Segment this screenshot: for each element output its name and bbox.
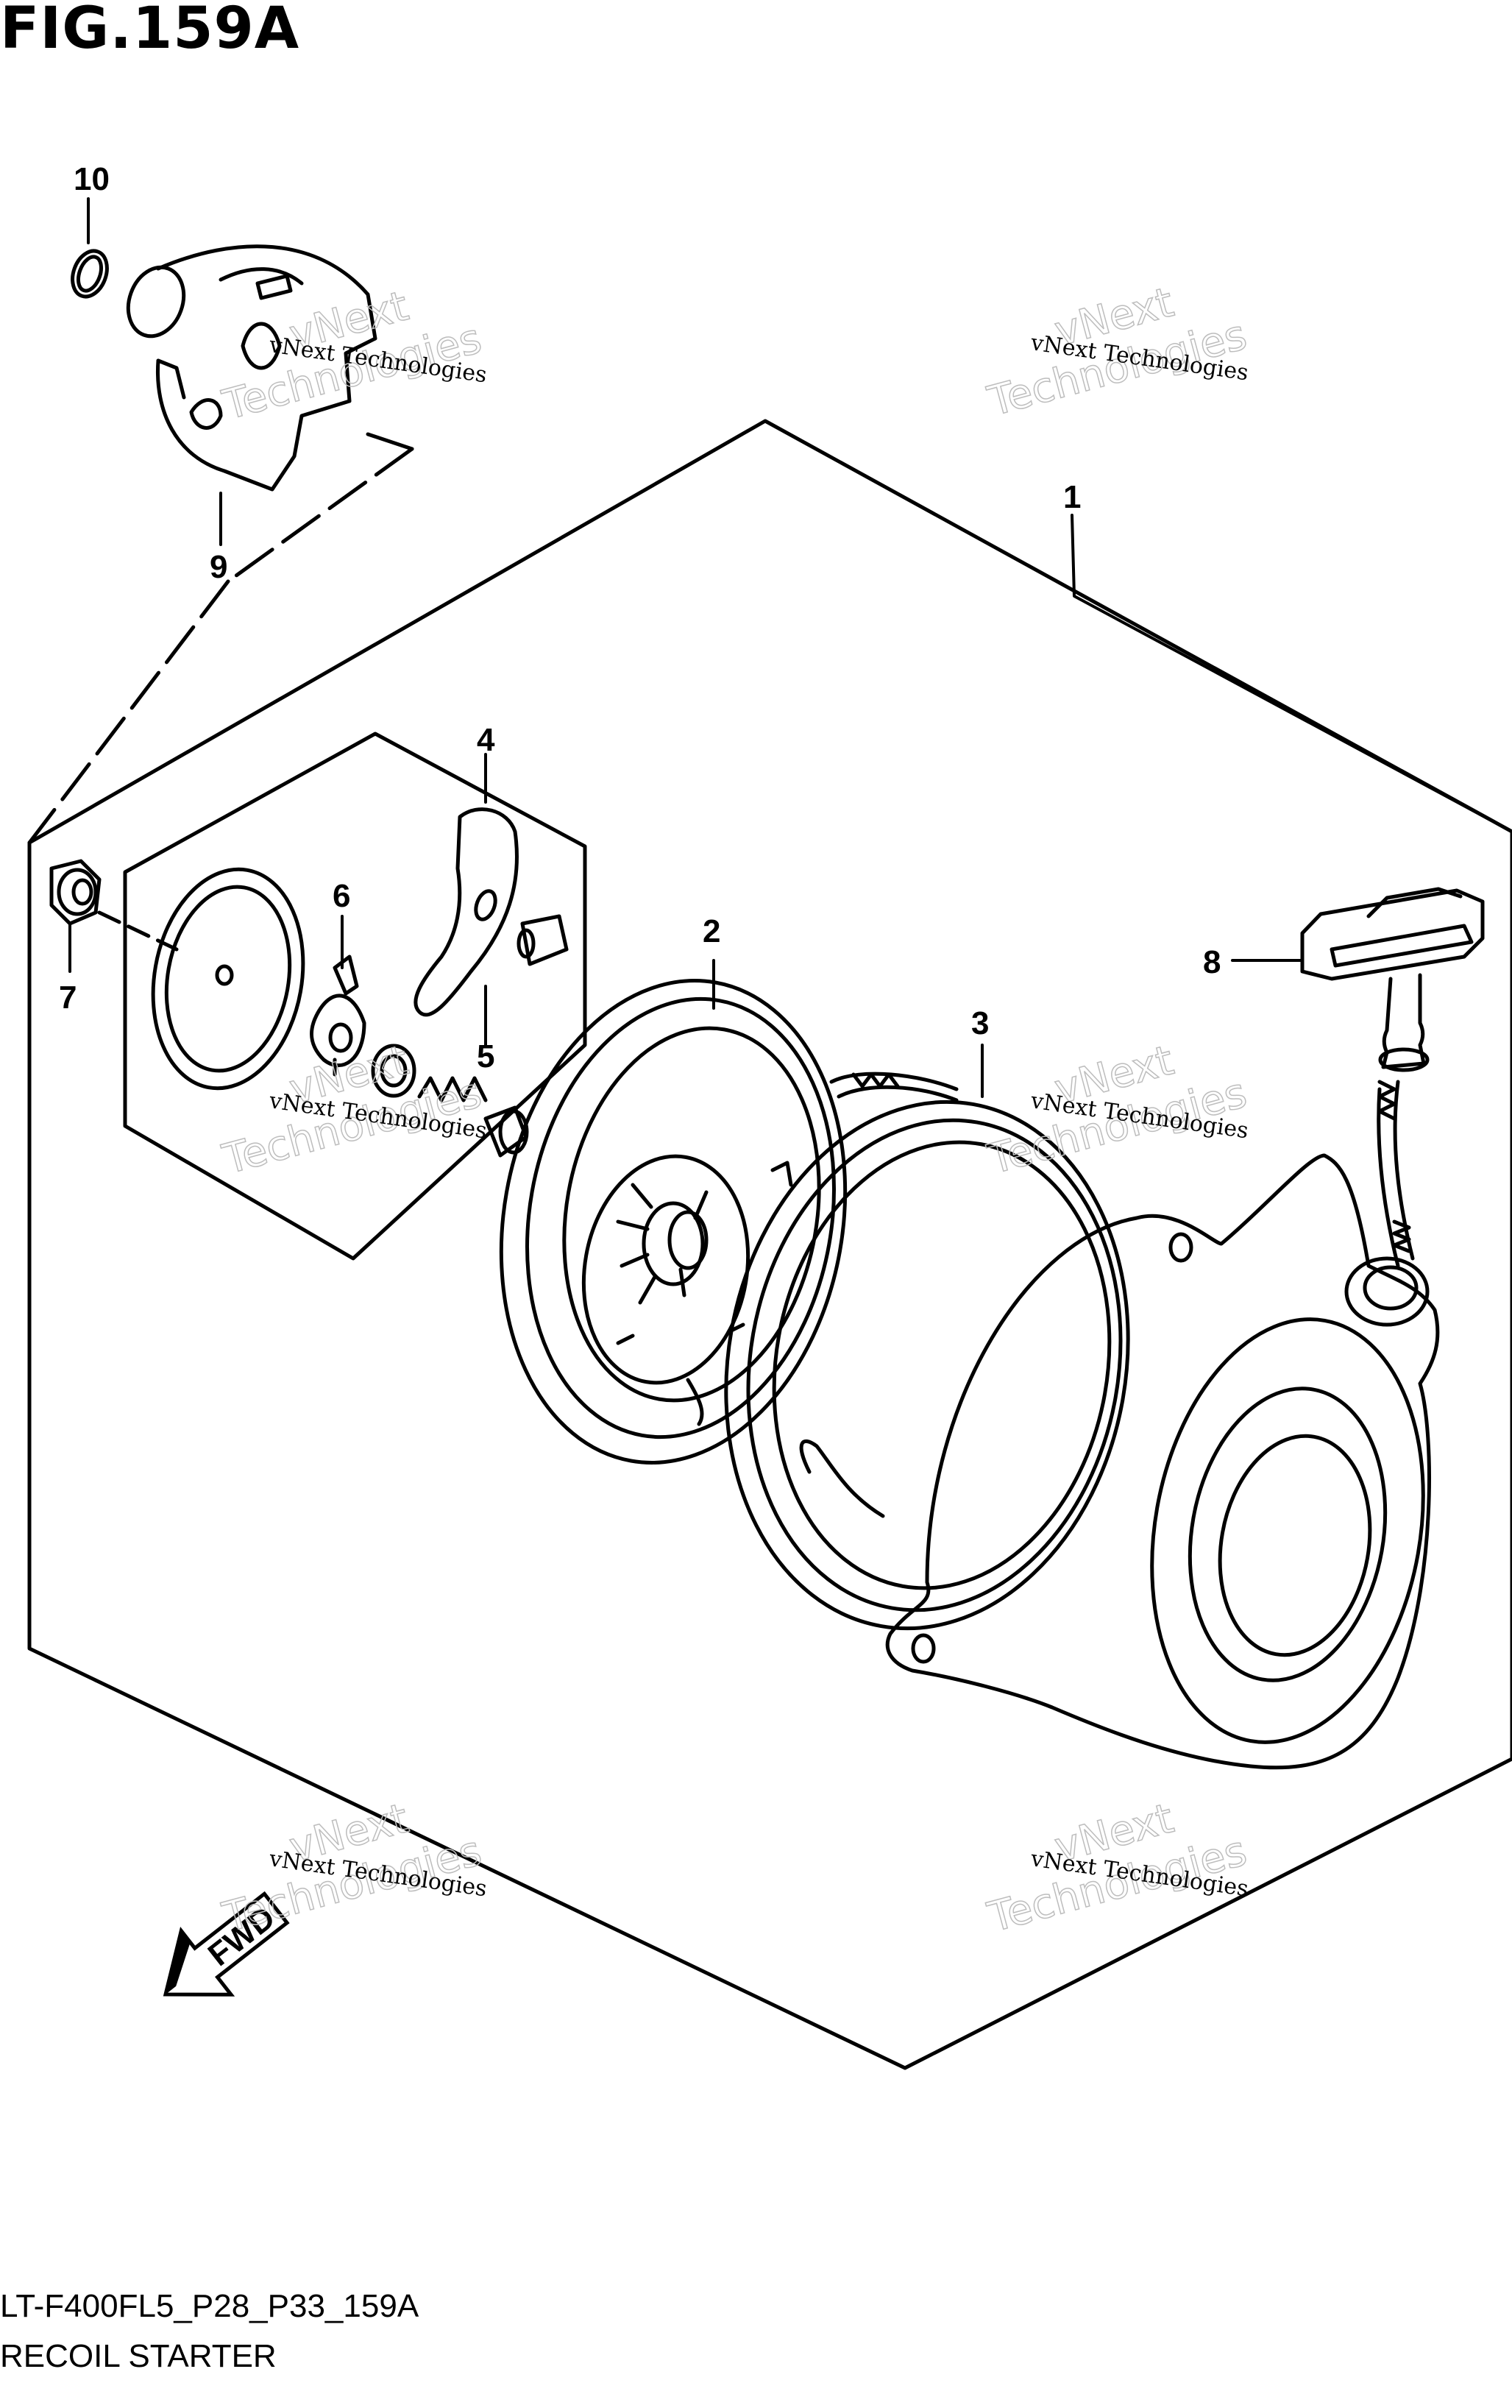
callout-3: 3 xyxy=(971,1005,989,1041)
part3-spring xyxy=(724,1099,1130,1631)
part9-ratchet xyxy=(126,244,377,492)
recoil-case xyxy=(885,1153,1440,1770)
figure-title: FIG.159A xyxy=(0,0,300,62)
leader-1 xyxy=(1071,514,1512,833)
part2-reel xyxy=(499,979,959,1465)
part8-handle xyxy=(1300,887,1485,1268)
watermark-mid-left: vNext Technologies vNext Technologies xyxy=(217,1036,489,1185)
part7-nut xyxy=(49,859,102,926)
watermark-bottom-right: vNext Technologies vNext Technologies xyxy=(982,1794,1252,1943)
watermark-mid-right: vNext Technologies vNext Technologies xyxy=(982,1036,1252,1185)
callout-4: 4 xyxy=(477,722,495,758)
part5-pawl xyxy=(414,807,569,1017)
part9-leader xyxy=(27,447,414,845)
callout-2: 2 xyxy=(703,913,720,949)
callout-9: 9 xyxy=(210,549,227,585)
watermark-bottom-left: vNext Technologies vNext Technologies xyxy=(217,1794,489,1943)
assembly-outline-box xyxy=(27,419,1512,2070)
part-spring-small xyxy=(417,1076,488,1102)
callout-5: 5 xyxy=(477,1038,494,1074)
watermark-top-left: vNext Technologies vNext Technologies xyxy=(217,282,489,431)
callout-10: 10 xyxy=(74,161,110,197)
callout-7: 7 xyxy=(59,980,77,1016)
part6-guide xyxy=(309,955,366,1077)
callout-6: 6 xyxy=(333,878,350,914)
subassembly-outline-box xyxy=(123,732,587,1261)
callout-1: 1 xyxy=(1063,479,1081,515)
watermark-top-right: vNext Technologies vNext Technologies xyxy=(982,278,1252,427)
part4-plate xyxy=(151,867,305,1091)
callout-8: 8 xyxy=(1203,944,1221,980)
diagram-code: LT-F400FL5_P28_P33_159A xyxy=(0,2288,419,2324)
diagram-name: RECOIL STARTER xyxy=(0,2338,277,2374)
part10-oring xyxy=(71,249,109,299)
